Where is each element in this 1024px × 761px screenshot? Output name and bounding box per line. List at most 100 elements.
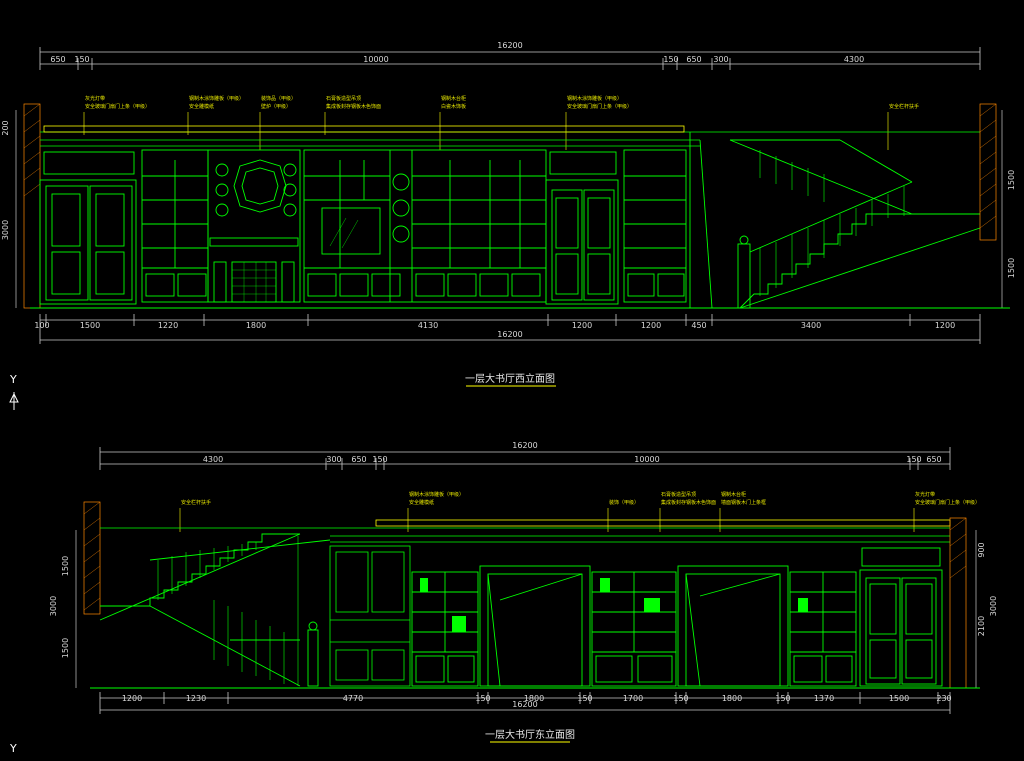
bottom-callout-1-line1: 安全栏杆扶手	[181, 499, 211, 506]
top-right-dims: 1500 1500	[1001, 110, 1016, 308]
top-right-bookcase	[623, 132, 713, 309]
bottom-bottom-dim-13: 230	[936, 694, 951, 703]
bottom-bottom-dim-7: 1700	[623, 694, 643, 703]
bottom-left-dim-2: 3000	[49, 596, 58, 616]
bottom-callouts: 安全栏杆扶手 钢制木涂饰雕板（甲级） 安全雕模纸 装饰（甲级） 石膏板造型吊顶 …	[179, 491, 980, 532]
bottom-dim-2: 300	[326, 455, 341, 464]
top-callout-2-line2: 安全雕模纸	[189, 103, 214, 110]
bottom-dim-5: 10000	[634, 455, 659, 464]
top-dim-2: 150	[74, 55, 89, 64]
top-staircase	[729, 139, 981, 309]
top-center-bookcases	[303, 149, 547, 303]
ucs-icon-top: Y	[9, 373, 19, 410]
bottom-bookcase-3	[789, 571, 857, 687]
bottom-overall-bottom-label: 16200	[512, 700, 537, 709]
top-callout-4-line2: 集成板封存钢板木色饰面	[326, 103, 381, 110]
top-callout-1-line1: 灰光灯带	[85, 95, 105, 102]
bottom-overall-dimension: 16200	[99, 441, 951, 470]
ucs-icon-bottom: Y	[9, 742, 17, 755]
bottom-callout-6-line2: 安全玻璃门扇门上条（甲级）	[915, 499, 980, 506]
top-bottom-dim-7: 1200	[641, 321, 661, 330]
top-callout-2-line1: 钢制木涂饰雕板（甲级）	[189, 95, 244, 102]
top-dim-7: 4300	[844, 55, 864, 64]
bottom-right-dim-2: 3000	[989, 596, 998, 616]
bottom-bottom-dim-2: 1230	[186, 694, 206, 703]
bottom-bottom-dim-4: 150	[475, 694, 490, 703]
bottom-left-dims: 1500 3000 1500	[49, 530, 77, 688]
top-left-dim-1: 200	[1, 120, 10, 135]
bottom-archway-2	[677, 565, 789, 687]
top-bottom-dim-6: 1200	[572, 321, 592, 330]
bottom-callout-2-line2: 安全雕模纸	[409, 499, 434, 506]
bottom-staircase	[99, 533, 331, 687]
top-dim-3: 10000	[363, 55, 388, 64]
top-bottom-dimensions: 100 1500 1220 1800 4130 1200 1200 450 34…	[34, 314, 981, 344]
top-segment-dimensions: 650 150 10000 150 650 300 4300	[40, 55, 980, 70]
top-bottom-dim-9: 3400	[801, 321, 821, 330]
bottom-dim-1: 4300	[203, 455, 223, 464]
top-ceiling	[40, 125, 980, 147]
bottom-bottom-dim-11: 1370	[814, 694, 834, 703]
top-dim-4: 150	[663, 55, 678, 64]
top-bottom-dim-5: 4130	[418, 321, 438, 330]
top-dim-5: 650	[686, 55, 701, 64]
bottom-elevation: 16200 4300 300 650 150 10000 150 650	[49, 441, 998, 743]
top-bottom-dim-2: 1500	[80, 321, 100, 330]
top-callout-7-line1: 安全栏杆扶手	[889, 103, 919, 110]
ucs-y-label-bottom: Y	[9, 742, 17, 755]
bottom-bottom-dim-3: 4770	[343, 694, 363, 703]
top-left-wall	[23, 103, 41, 309]
top-callout-1-line2: 安全玻璃门扇门上条（甲级）	[85, 103, 150, 110]
bottom-bookcase-2	[591, 571, 677, 687]
bottom-callout-6-line1: 灰光灯带	[915, 491, 935, 498]
top-fireplace	[207, 149, 301, 303]
bottom-elevation-title: 一层大书厅东立面图	[485, 728, 575, 741]
top-overall-dimension: 16200	[39, 41, 981, 70]
bottom-bottom-dim-8: 150	[673, 694, 688, 703]
top-overall-top-label: 16200	[497, 41, 522, 50]
bottom-bottom-dim-5: 1800	[524, 694, 544, 703]
bottom-callout-4-line1: 石膏板造型吊顶	[661, 491, 696, 498]
top-elevation-title: 一层大书厅西立面图	[465, 372, 555, 385]
top-bottom-dim-3: 1220	[158, 321, 178, 330]
bottom-bottom-dim-1: 1200	[122, 694, 142, 703]
bottom-dim-6: 150	[906, 455, 921, 464]
bottom-right-door	[859, 547, 943, 687]
bottom-callout-4-line2: 集成板封存钢板木色饰面	[661, 499, 716, 506]
top-callout-3-line1: 装饰品（甲级）	[261, 95, 296, 102]
bottom-ceiling	[100, 519, 951, 543]
bottom-bottom-dim-10: 150	[775, 694, 790, 703]
top-left-dims: 200 3000	[1, 110, 17, 308]
bottom-paneled-wall	[329, 545, 411, 687]
top-callout-4-line1: 石膏板造型吊顶	[326, 95, 361, 102]
bottom-left-dim-3: 1500	[61, 638, 70, 658]
bottom-archway-1	[479, 565, 591, 687]
bottom-bookcase-1	[411, 571, 479, 687]
top-right-dim-1: 1500	[1007, 170, 1016, 190]
top-bottom-dim-4: 1800	[246, 321, 266, 330]
top-left-dim-2: 3000	[1, 220, 10, 240]
bottom-segment-dimensions: 4300 300 650 150 10000 150 650	[100, 455, 950, 470]
bottom-callout-3-line1: 装饰（甲级）	[609, 499, 639, 506]
bottom-left-dim-1: 1500	[61, 556, 70, 576]
bottom-dim-7: 650	[926, 455, 941, 464]
bottom-left-wall	[83, 501, 101, 615]
top-right-wall	[979, 103, 997, 241]
bottom-bottom-dim-12: 1500	[889, 694, 909, 703]
top-overall-bottom-label: 16200	[497, 330, 522, 339]
top-elevation: 16200 650 150 10000 150 650 300 4300	[1, 41, 1016, 387]
bottom-right-dims: 900 3000 2100	[975, 530, 998, 688]
bottom-right-wall	[949, 517, 967, 689]
top-bottom-dim-1: 100	[34, 321, 49, 330]
top-left-door	[39, 151, 137, 305]
bottom-dim-4: 150	[372, 455, 387, 464]
top-callout-5-line2: 白瓷木饰板	[441, 103, 466, 110]
bottom-callout-5-line2: 墙面钢板木门上条框	[721, 499, 766, 506]
bottom-bottom-dim-6: 150	[577, 694, 592, 703]
top-bottom-dim-8: 450	[691, 321, 706, 330]
top-callout-6-line2: 安全玻璃门扇门上条（甲级）	[567, 103, 632, 110]
bottom-callout-2-line1: 钢制木涂饰雕板（甲级）	[409, 491, 464, 498]
top-callout-5-line1: 钢制木台柜	[441, 95, 466, 102]
top-dim-6: 300	[713, 55, 728, 64]
